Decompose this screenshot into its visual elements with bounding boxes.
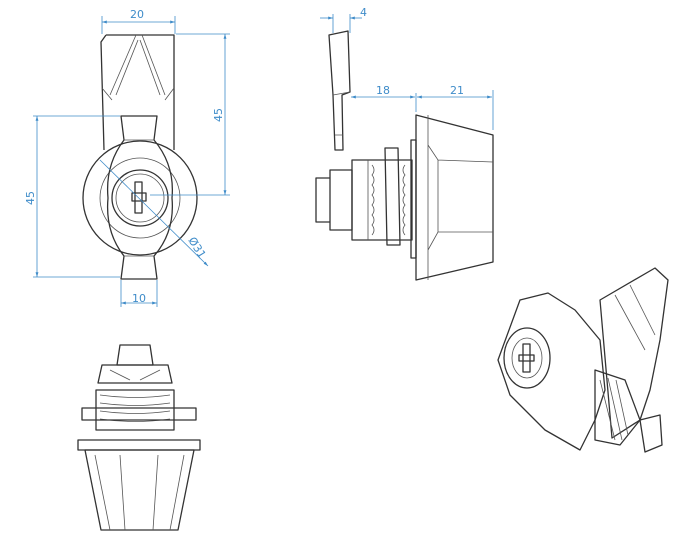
dim-18: 18 xyxy=(376,84,390,97)
hex-nut xyxy=(315,169,353,231)
dim-10: 10 xyxy=(132,292,146,305)
dim-21: 21 xyxy=(450,84,464,97)
cap-bottom xyxy=(84,449,195,531)
handle-outline xyxy=(100,34,175,151)
thread-section xyxy=(95,389,175,431)
keyhole-icon xyxy=(131,181,147,214)
iso-body xyxy=(497,292,606,451)
iso-cylinder xyxy=(503,327,551,389)
flange xyxy=(77,439,201,451)
bottom-view xyxy=(77,344,201,531)
iso-nut xyxy=(639,414,663,453)
handle-top xyxy=(97,364,173,384)
bolt-head xyxy=(116,344,154,366)
front-view: 20 45 45 10 Ø31 xyxy=(24,8,230,307)
bezel-circle xyxy=(82,140,198,256)
dim-20: 20 xyxy=(130,8,144,21)
threaded-body xyxy=(351,159,413,241)
side-view: 4 18 21 xyxy=(315,6,494,281)
side-handle xyxy=(328,30,351,151)
mounting-nut xyxy=(384,147,401,246)
iso-keyhole-icon xyxy=(518,343,535,373)
cap-body xyxy=(415,114,494,281)
isometric-view xyxy=(497,267,669,453)
mount-nut-bottom xyxy=(81,407,197,421)
dim-4: 4 xyxy=(360,6,367,19)
iso-handle xyxy=(599,267,669,439)
key-cylinder xyxy=(111,169,169,227)
dim-45-right: 45 xyxy=(212,108,225,122)
iso-thread xyxy=(594,369,641,446)
dim-45-left: 45 xyxy=(24,191,37,205)
